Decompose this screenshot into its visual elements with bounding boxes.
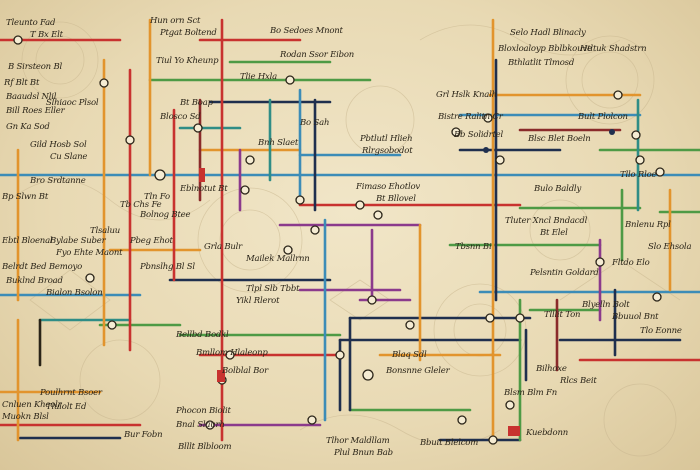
station-label: Slhiaoc Plsol <box>46 98 99 108</box>
station-label: Bolblal Bor <box>222 366 268 376</box>
station-label: Tllo Rloe <box>620 170 657 180</box>
station-label: Bult Plolcon <box>578 112 628 122</box>
station-label: Fltdo Elo <box>612 258 650 268</box>
station-label: Tln Fo <box>144 192 170 202</box>
station-label: Bt Bllovel <box>376 194 416 204</box>
station-label: Bill Roes Eller <box>6 106 65 116</box>
station-label: Bilhoxe <box>536 364 567 374</box>
station-label: Tluter Xncl Bndacdl <box>505 216 588 226</box>
station-label: Tlo Eonne <box>640 326 682 336</box>
station-label: Mailek Mallrnn <box>246 254 310 264</box>
station-label: Gn Ka Sod <box>6 122 50 132</box>
station-label: Blyelln Bolt <box>582 300 630 310</box>
station-label: Bellbd Bodkl <box>176 330 229 340</box>
station-label: Ebtl Bloenal <box>2 236 53 246</box>
station-label: Bthlatlit Tlmosd <box>508 58 575 68</box>
station-label: Bnlenu Rpl <box>625 220 671 230</box>
station-label: Bp Slwn Bt <box>2 192 49 202</box>
station-label: Muokn Blsl <box>2 412 49 422</box>
station-label: Rf Blt Bt <box>4 78 40 88</box>
station-label: Tlsaluu <box>90 226 121 236</box>
station-label: Bylabe Suber <box>50 236 106 246</box>
station-label: Poulhrnt Bsoer <box>40 388 102 398</box>
station-label: Tbsnn Bi <box>455 242 492 252</box>
station-label: Bt Elel <box>540 228 568 238</box>
station-label: Hun orn Sct <box>150 16 201 26</box>
station-label: Bnh Slaet <box>258 138 299 148</box>
station-label: Bo Sah <box>300 118 330 128</box>
station-label: Rodan Ssor Eibon <box>280 50 355 60</box>
station-label: Tlpl Slb Tbbt <box>246 284 300 294</box>
compass-marks <box>483 129 615 153</box>
station-label: T Bx Elt <box>30 30 63 40</box>
station-label: Fimaso Ehotlov <box>356 182 420 192</box>
station-label: Tleunto Fad <box>6 18 56 28</box>
station-label: Bb Solidrtel <box>454 130 504 140</box>
station-label: Pbeg Ehot <box>130 236 173 246</box>
station-label: Htltuk Shadstrn <box>580 44 647 54</box>
station-label: Pbtlutl Hlieh <box>360 134 413 144</box>
station-label: Fyo Ehte Maont <box>56 248 123 258</box>
station-label: Tlie Hxla <box>240 72 278 82</box>
station-flags <box>199 168 520 436</box>
station-label: Slo Ehsola <box>648 242 692 252</box>
station-label: Plul Bnun Bab <box>334 448 393 458</box>
station-label: Buklnd Broad <box>6 276 63 286</box>
station-label: Belrdt Bed Bemoyo <box>2 262 83 272</box>
station-label: Eblnotut Bt <box>180 184 228 194</box>
station-label: Pbnslhg Bl Sl <box>140 262 195 272</box>
station-label: Bonsnne Gleler <box>386 366 450 376</box>
station-label: Bialon Bsolon <box>46 288 103 298</box>
station-label: Bnal Slaurh <box>176 420 225 430</box>
station-label: Bur Fobn <box>124 430 163 440</box>
station-label: Ptgat Boltend <box>160 28 217 38</box>
station-label: Selo Hadl Blinacly <box>510 28 586 38</box>
station-label: Blllt Blbloom <box>178 442 232 452</box>
station-label: Kuebdonn <box>526 428 569 438</box>
station-label: Bloxloaloyp Bblbkouve <box>498 44 592 54</box>
station-label: Yikl Rlerot <box>236 296 280 306</box>
station-label: Bulo Baldly <box>534 184 582 194</box>
station-label: Blaq Sdl <box>392 350 427 360</box>
station-label: Blosco Sd <box>160 112 201 122</box>
station-label: Tb Chs Fe <box>120 200 162 210</box>
station-label: Tlulolt Ed <box>46 402 87 412</box>
station-label: Grla Bulr <box>204 242 243 252</box>
station-label: Grl Hslk Knalh <box>436 90 497 100</box>
station-label: Tiul Yo Kheunp <box>156 56 219 66</box>
station-label: Blsc Blet Boeln <box>528 134 591 144</box>
station-label: Bbuuol Bnt <box>612 312 659 322</box>
station-label: Bo Sedoes Mnont <box>270 26 343 36</box>
station-label: Blsm Blm Fn <box>504 388 557 398</box>
station-label: Bmllom Hlaleonp <box>196 348 268 358</box>
station-label: Rlrgsobodot <box>362 146 413 156</box>
station-label: Bolnog Btee <box>140 210 191 220</box>
station-label: Bistre Ralitn Cr <box>438 112 503 122</box>
station-label: Bro Srdtanne <box>30 176 86 186</box>
station-label: B Sirsteon Bl <box>8 62 63 72</box>
station-label: Rlcs Beit <box>560 376 597 386</box>
station-label: Gild Hosb Sol <box>30 140 87 150</box>
station-label: Bt Boap <box>180 98 213 108</box>
station-label: Cnluen Kheolr <box>2 400 62 410</box>
station-label: Phocon Biolit <box>176 406 231 416</box>
station-label: Tlhor Maldllam <box>326 436 390 446</box>
station-label: Bbuit Blelcom <box>420 438 479 448</box>
station-label: Tlllit Ton <box>544 310 581 320</box>
station-label: Pelsntin Goldard <box>530 268 599 278</box>
station-label: Baaudsl Nlil <box>6 92 57 102</box>
background-ornaments <box>9 21 681 457</box>
station-label: Cu Slane <box>50 152 88 162</box>
